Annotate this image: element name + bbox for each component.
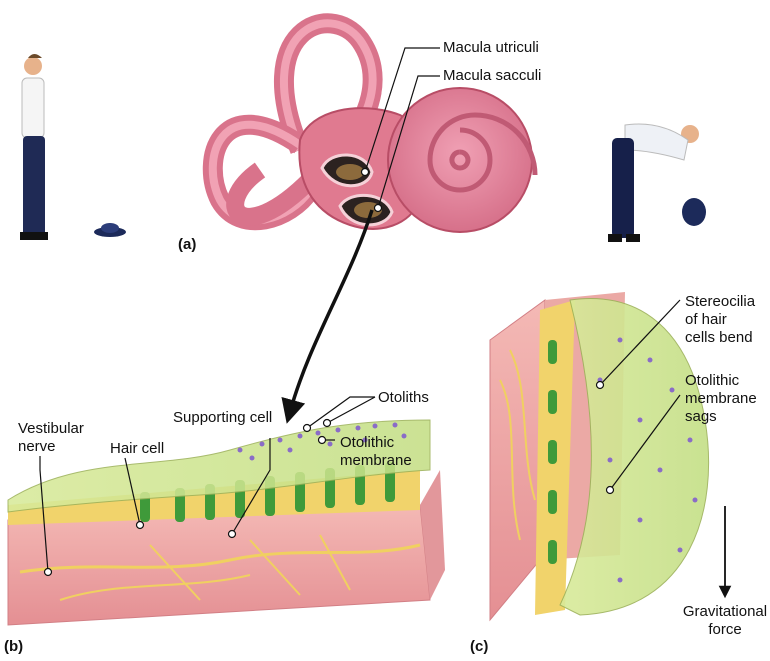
label-vestibular-nerve: Vestibular nerve: [18, 420, 84, 455]
label-otoliths: Otoliths: [378, 389, 429, 406]
label-hair-cell: Hair cell: [110, 440, 165, 457]
panel-label-a: (a): [178, 236, 197, 253]
label-macula-sacculi: Macula sacculi: [443, 67, 542, 84]
label-markers: [43, 167, 615, 577]
man-standing-figure: [20, 54, 126, 240]
label-otolithic-membrane: Otolithic membrane: [340, 434, 412, 469]
leader-lines: [39, 47, 681, 573]
label-otolithic-membrane-sags: Otolithic membrane sags: [685, 372, 757, 425]
label-stereocilia: Stereocilia of hair cells bend: [685, 293, 756, 346]
panel-label-c: (c): [470, 638, 489, 655]
panel-label-b: (b): [4, 638, 24, 655]
label-gravitational-force: Gravitational force: [682, 603, 768, 638]
zoom-arrow: [281, 209, 374, 424]
inner-ear-labyrinth: [202, 13, 538, 233]
label-supporting-cell: Supporting cell: [173, 409, 273, 426]
man-bending-figure: [608, 123, 706, 242]
tilted-macula-block: [489, 292, 710, 622]
label-macula-utriculi: Macula utriculi: [443, 39, 539, 56]
